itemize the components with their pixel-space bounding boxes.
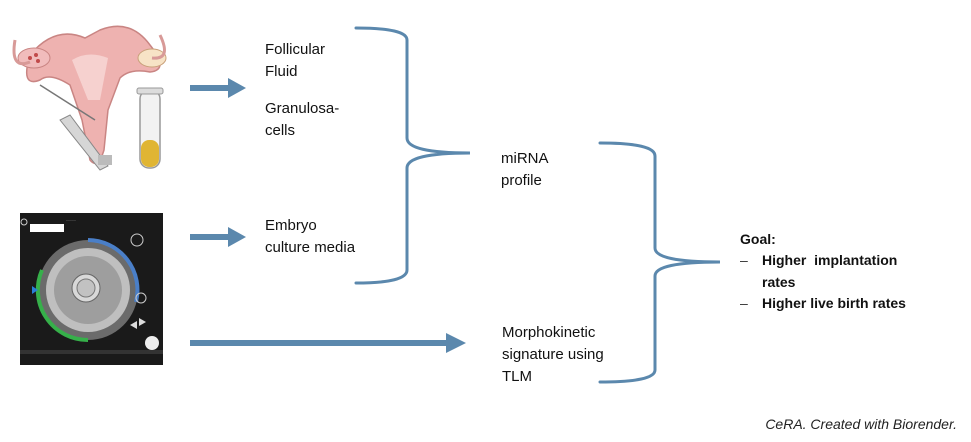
granulosa-cells-label: Granulosa- cells (265, 98, 339, 142)
arrow-monitor-to-media-head (228, 227, 246, 247)
follicular-fluid-label: Follicular Fluid (265, 39, 325, 83)
uterus-illustration (12, 25, 167, 171)
goal-item-dash: – (740, 295, 748, 312)
goal-item: – Higher implantation rates (740, 250, 906, 293)
goal-list: – Higher implantation rates – Higher liv… (740, 250, 906, 315)
morpho-line-2: signature using (502, 345, 604, 363)
morpho-line-3: TLM (502, 367, 532, 385)
embryo-line-2: culture media (265, 238, 356, 256)
goal-title: Goal: (740, 231, 776, 247)
follicular-line-2: Fluid (265, 62, 298, 80)
test-tube-icon (136, 87, 164, 169)
mirna-line-1: miRNA (501, 150, 549, 167)
morphokinetic-label: Morphokinetic signature using TLM (502, 322, 604, 387)
arrow-monitor-to-morpho-head (446, 333, 466, 353)
brace-inputs (354, 26, 471, 285)
granulosa-line-1: Granulosa- (265, 100, 340, 117)
braces (354, 26, 721, 384)
goal-item-line: Higher implantation (762, 252, 898, 268)
embryo-media-label: Embryo culture media (265, 215, 355, 259)
follicular-line-1: Follicular (265, 41, 326, 58)
arrows (190, 78, 466, 353)
arrow-uterus-to-fluid-head (228, 78, 246, 98)
mirna-line-2: profile (501, 171, 542, 189)
goal-item-line: Higher live birth rates (762, 295, 906, 312)
embryo-line-1: Embryo (265, 217, 317, 234)
brace-signals (598, 141, 721, 384)
goal-item-line: rates (762, 273, 796, 290)
credit-caption: CeRA. Created with Biorender. (765, 416, 957, 432)
goal-item: – Higher live birth rates (740, 293, 906, 315)
svg-text:·····: ····· (66, 218, 76, 224)
mirna-profile-label: miRNA profile (501, 148, 549, 192)
morpho-line-1: Morphokinetic (502, 324, 596, 341)
granulosa-line-2: cells (265, 121, 296, 139)
goal-item-dash: – (740, 252, 748, 268)
time-lapse-monitor: ····· (20, 213, 163, 365)
